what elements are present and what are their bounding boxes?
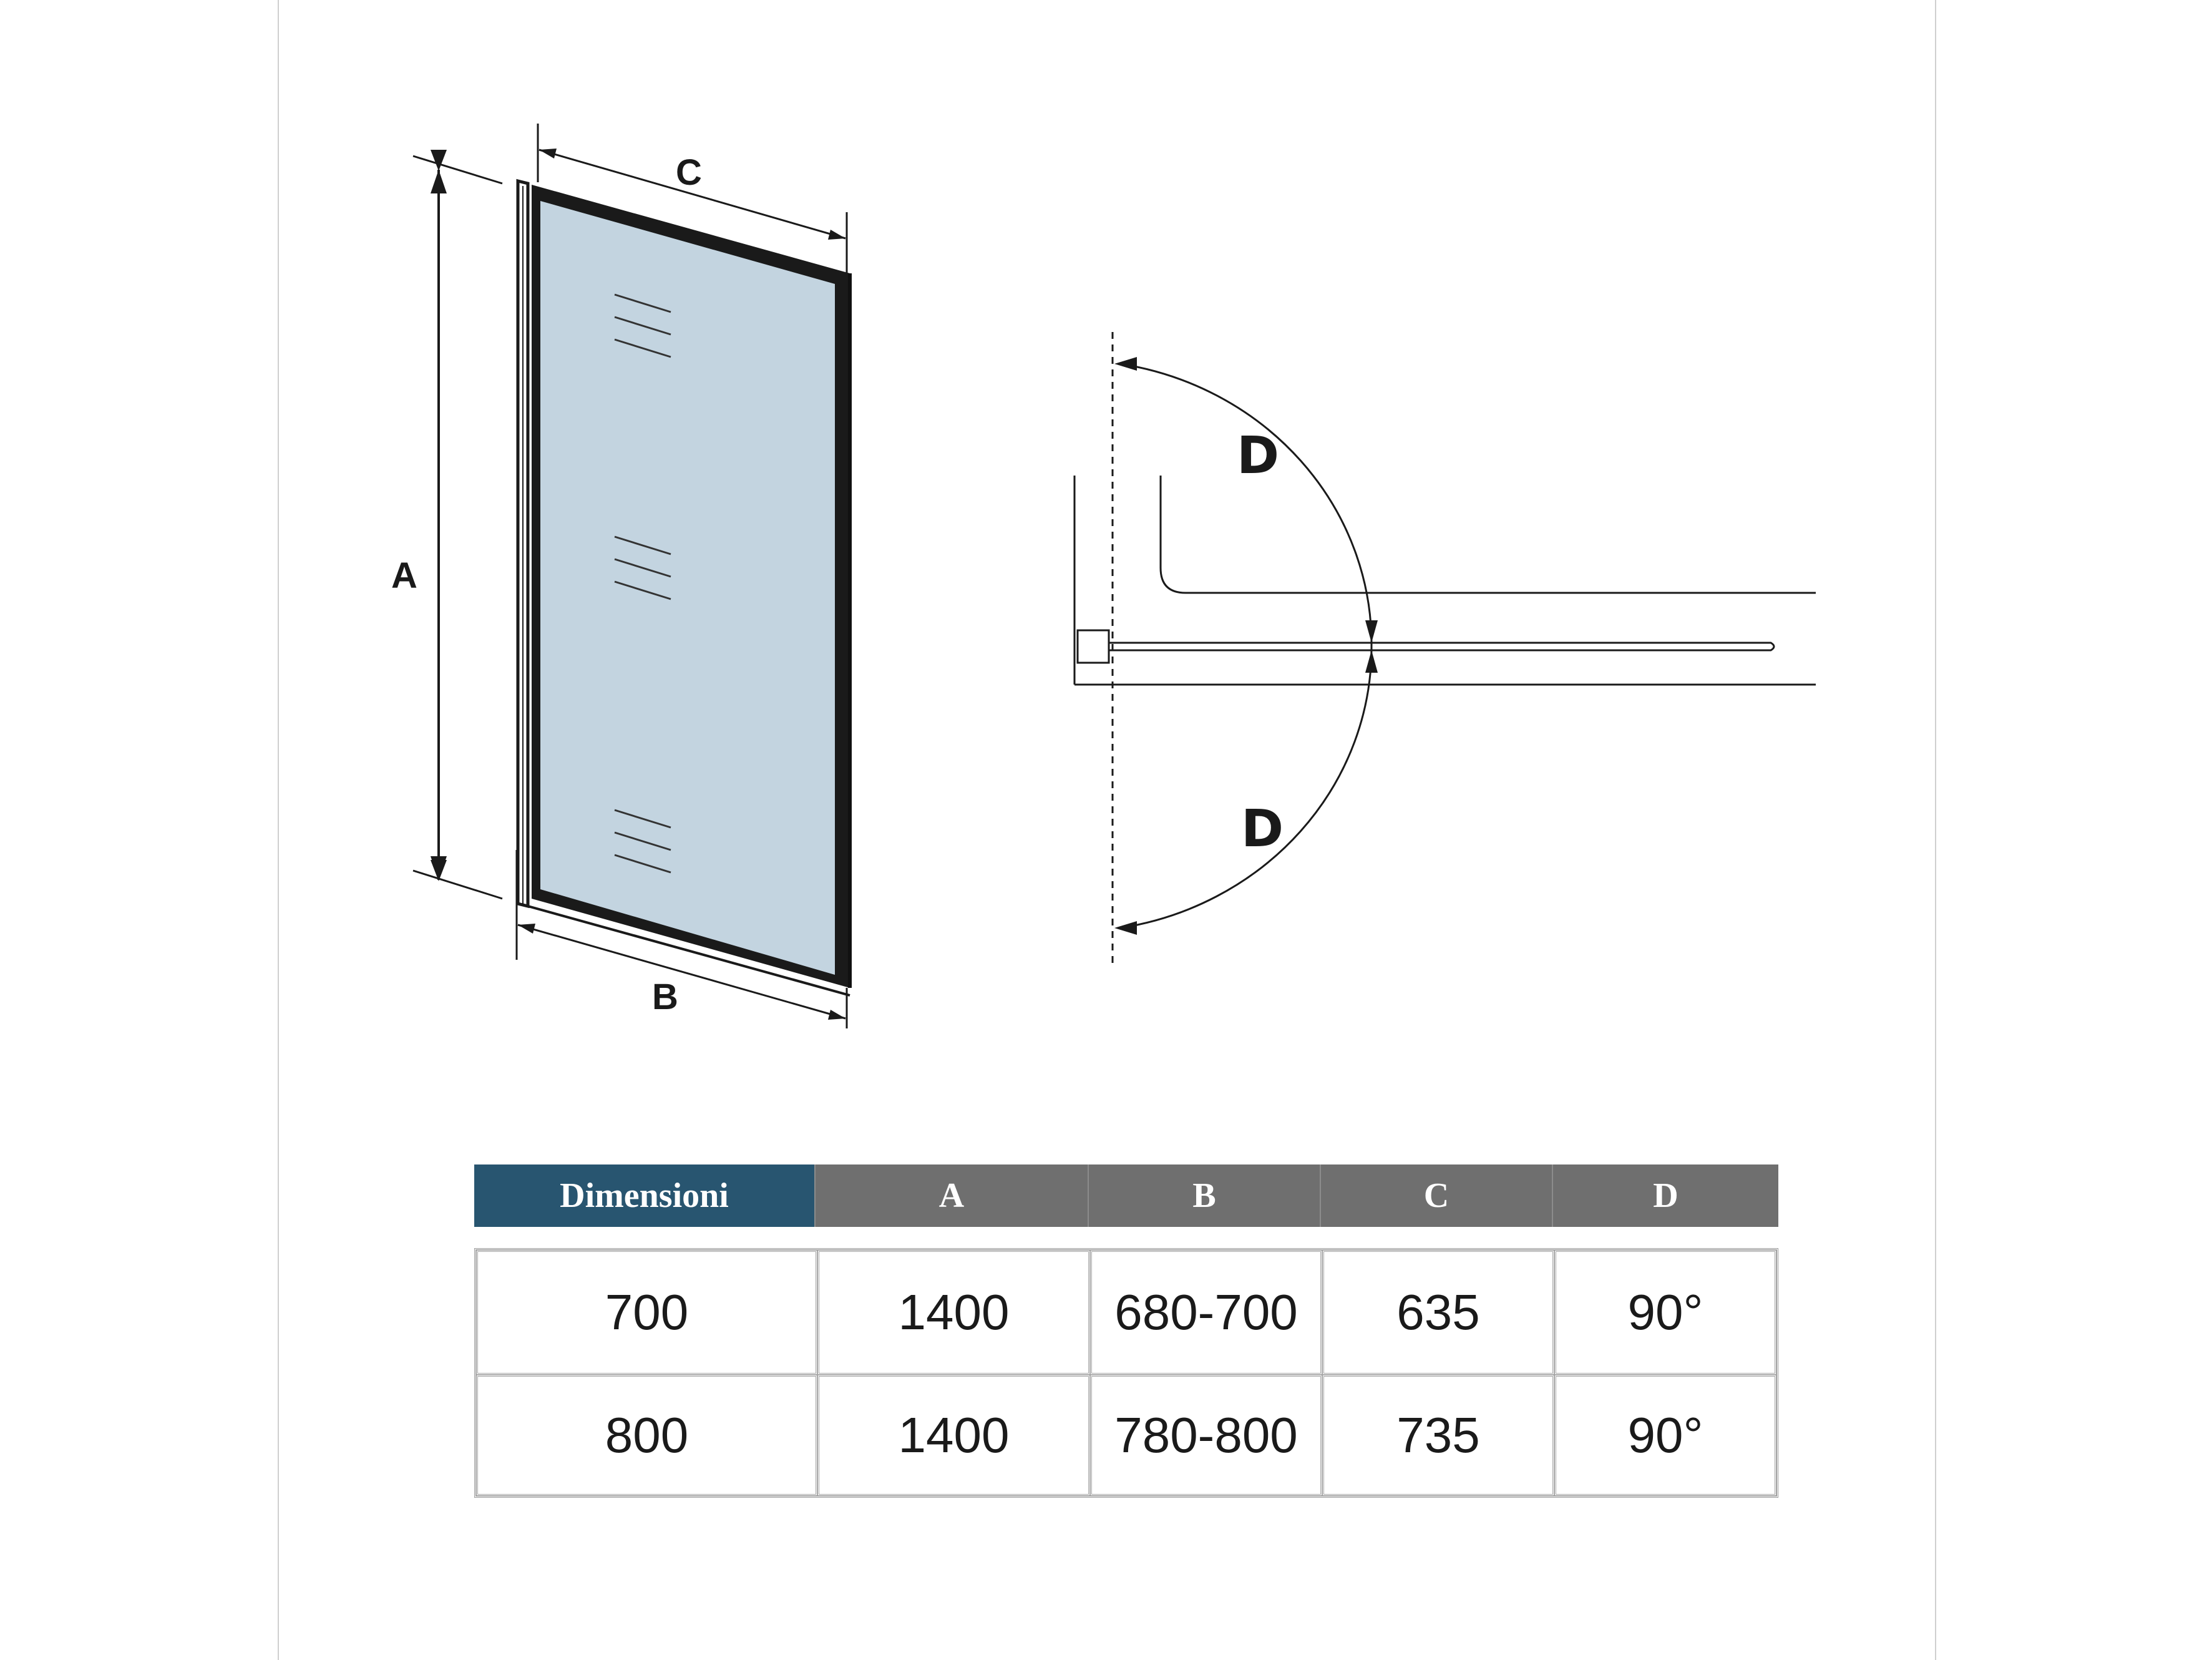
table-cell: 1400 <box>817 1375 1090 1496</box>
panel-view: A C B <box>391 124 852 1028</box>
table-cell: 735 <box>1322 1375 1554 1496</box>
label-d-lower: D <box>1241 799 1284 859</box>
table-cell: 90° <box>1554 1250 1776 1375</box>
dim-b-line <box>517 924 846 1020</box>
table-cell: 90° <box>1554 1375 1776 1496</box>
header-b: B <box>1088 1164 1320 1227</box>
table-cell: 680-700 <box>1090 1250 1322 1375</box>
panel-bottom-edge <box>527 905 850 997</box>
dim-a-ext-top <box>412 155 503 185</box>
glass-panel-top <box>1109 642 1775 652</box>
table-cell: 1400 <box>817 1250 1090 1375</box>
table-body: 700 1400 680-700 635 90° 800 1400 780-80… <box>474 1248 1778 1498</box>
reflection-marks-top <box>614 293 671 358</box>
dim-c-arrow-left <box>539 149 557 159</box>
table-cell: 700 <box>476 1250 817 1375</box>
label-d-upper: D <box>1237 426 1279 486</box>
arrow-upper-start <box>1114 357 1137 371</box>
table-cell: 800 <box>476 1375 817 1496</box>
swing-arc-lower <box>1119 646 1373 929</box>
dim-a-ext-bottom <box>412 869 503 900</box>
dim-c-arrow-right <box>828 230 845 240</box>
hinge-block <box>1076 629 1110 664</box>
label-b: B <box>652 977 678 1017</box>
table-cell: 780-800 <box>1090 1375 1322 1496</box>
swing-arc-upper <box>1119 363 1373 647</box>
header-a: A <box>814 1164 1088 1227</box>
glass-pane <box>540 201 835 975</box>
reflection-marks-bottom <box>614 809 671 874</box>
table-cell: 635 <box>1322 1250 1554 1375</box>
page-frame <box>278 0 1936 1660</box>
dim-b-arrow-right <box>828 1010 845 1020</box>
swing-view: D D <box>1073 332 1816 964</box>
arrow-lower-start <box>1365 650 1378 673</box>
dim-b-arrow-left <box>518 924 535 934</box>
dim-c-line <box>538 149 846 240</box>
arrow-upper-end <box>1365 620 1378 643</box>
arrow-lower-end <box>1114 921 1137 935</box>
label-c: C <box>676 152 702 193</box>
header-d: D <box>1552 1164 1778 1227</box>
dim-a-arrow-bottom <box>431 856 447 880</box>
bathtub-edge <box>1159 476 1816 594</box>
reflection-marks-middle <box>614 535 671 600</box>
label-a: A <box>391 555 417 596</box>
header-dimensioni: Dimensioni <box>474 1164 814 1227</box>
dim-a-arrow-top <box>431 170 447 193</box>
header-c: C <box>1320 1164 1552 1227</box>
